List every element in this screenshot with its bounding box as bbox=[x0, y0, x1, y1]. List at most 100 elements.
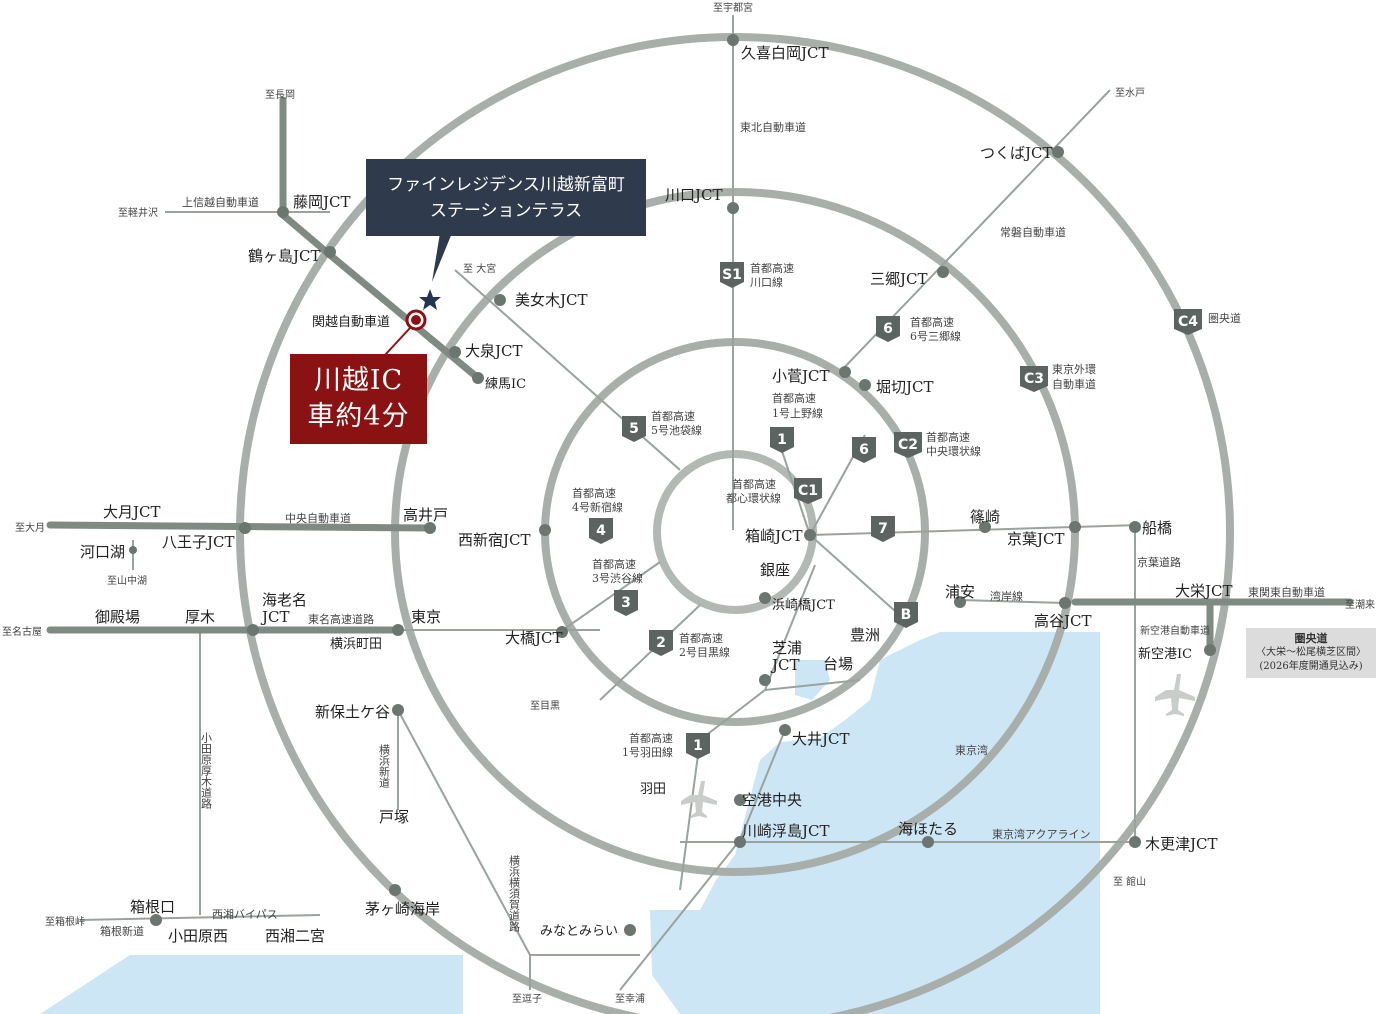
svg-text:7: 7 bbox=[878, 521, 888, 537]
ken-o-note: 圏央道 〈大栄～松尾横芝区間〉 (2026年度開通見込み) bbox=[1246, 628, 1376, 678]
shield-b: B bbox=[894, 602, 918, 628]
label: 鶴ヶ島JCT bbox=[248, 247, 321, 265]
label: 三郷JCT bbox=[870, 270, 928, 288]
tokyo-bay-water bbox=[650, 632, 1100, 1014]
svg-text:6: 6 bbox=[859, 442, 869, 458]
junction-nodes bbox=[129, 34, 1216, 936]
shield-7: 7 bbox=[871, 516, 895, 542]
label: 御殿場 bbox=[95, 608, 140, 626]
label: 5号池袋線 bbox=[651, 423, 702, 437]
shield-c4: C4 bbox=[1174, 309, 1202, 335]
water-areas bbox=[40, 632, 1100, 1014]
label: 新保土ケ谷 bbox=[315, 703, 390, 721]
label: 船橋 bbox=[1142, 519, 1172, 537]
label: 小田原西 bbox=[168, 927, 228, 945]
label: 大井JCT bbox=[792, 730, 850, 748]
label: 東名高速道路 bbox=[308, 612, 374, 626]
label: 茅ヶ崎海岸 bbox=[365, 900, 440, 918]
label: 4号新宿線 bbox=[572, 500, 623, 514]
shield-4: 4 bbox=[589, 518, 613, 544]
label: 京葉JCT bbox=[1007, 530, 1065, 548]
route-shields: S1 6 1 6 5 C1 C2 C3 C4 4 7 3 2 B 1 bbox=[589, 262, 1202, 759]
label: 常磐自動車道 bbox=[1000, 225, 1066, 239]
shield-5: 5 bbox=[622, 416, 646, 442]
label: 藤岡JCT bbox=[293, 193, 351, 211]
label: 小菅JCT bbox=[772, 367, 830, 385]
label: 銀座 bbox=[760, 561, 790, 579]
label: 新空港自動車道 bbox=[1140, 624, 1210, 637]
svg-text:2: 2 bbox=[656, 635, 666, 651]
label: 箱根口 bbox=[130, 898, 175, 916]
label: 大橋JCT bbox=[505, 629, 563, 647]
label: 至名古屋 bbox=[2, 625, 42, 638]
svg-text:3: 3 bbox=[621, 595, 631, 611]
label: 東関東自動車道 bbox=[1248, 585, 1325, 599]
svg-text:5: 5 bbox=[629, 421, 639, 437]
label: 東北自動車道 bbox=[740, 120, 806, 134]
label: JCT bbox=[770, 656, 800, 674]
shield-c2: C2 bbox=[894, 432, 922, 458]
label: 1号上野線 bbox=[772, 406, 823, 420]
odaiba-water bbox=[795, 660, 830, 700]
kawagoe-ic-marker bbox=[384, 233, 452, 356]
label: 箱根新道 bbox=[100, 924, 144, 938]
label: 首都高速 bbox=[629, 731, 673, 745]
label: 新空港IC bbox=[1138, 646, 1192, 662]
label: 美女木JCT bbox=[515, 291, 588, 309]
ic-name: 川越IC bbox=[313, 365, 404, 396]
label: 羽田 bbox=[640, 782, 666, 797]
sagami-bay-water bbox=[40, 955, 463, 1014]
property-callout: ファインレジデンス川越新富町 ステーションテラス bbox=[366, 159, 646, 236]
label: 首都高速 bbox=[910, 315, 954, 329]
shield-1a: 1 bbox=[770, 427, 794, 453]
callout-line1: ファインレジデンス川越新富町 bbox=[387, 174, 625, 195]
kanetsu-road bbox=[279, 96, 482, 382]
label: 西湘バイパス bbox=[212, 907, 278, 921]
label: 至大月 bbox=[15, 521, 45, 534]
label: 圏央道 bbox=[1208, 311, 1241, 325]
label: 川崎浮島JCT bbox=[742, 822, 830, 840]
label: 台場 bbox=[823, 655, 853, 673]
shield-c1: C1 bbox=[794, 478, 822, 504]
airplane-icon bbox=[681, 781, 717, 818]
kawagoe-ic-callout: 川越IC 車約4分 bbox=[290, 354, 427, 444]
label: 木更津JCT bbox=[1145, 835, 1218, 853]
label: 練馬IC bbox=[485, 377, 526, 392]
shield-c3: C3 bbox=[1020, 366, 1048, 392]
label: 東京湾 bbox=[955, 743, 988, 757]
label: 川口線 bbox=[750, 275, 783, 289]
label: JCT bbox=[260, 608, 290, 626]
label: 至宇都宮 bbox=[713, 1, 753, 14]
label: 大泉JCT bbox=[465, 342, 523, 360]
label: 至潮来 bbox=[1345, 598, 1375, 611]
label: 自動車道 bbox=[1052, 377, 1096, 391]
label: 至長岡 bbox=[265, 89, 295, 101]
label: 首都高速 bbox=[572, 486, 616, 500]
label: 東京外環 bbox=[1052, 362, 1096, 376]
label: 関越自動車道 bbox=[312, 315, 390, 330]
label: 至水戸 bbox=[1115, 87, 1145, 99]
ic-drive-time: 車約4分 bbox=[307, 401, 410, 432]
shield-2: 2 bbox=[649, 630, 673, 656]
label: 大月JCT bbox=[103, 503, 161, 521]
label: 至逗子 bbox=[512, 993, 542, 1005]
label: 至幸浦 bbox=[615, 992, 645, 1005]
label: 空港中央 bbox=[742, 791, 802, 809]
svg-text:C3: C3 bbox=[1024, 371, 1044, 387]
label: 湾岸線 bbox=[990, 589, 1023, 603]
note-line2: (2026年度開通見込み) bbox=[1259, 661, 1363, 672]
label: 至 館山 bbox=[1113, 875, 1146, 888]
svg-text:6: 6 bbox=[883, 321, 893, 337]
label: 堀切JCT bbox=[876, 378, 934, 396]
shield-s1: S1 bbox=[720, 262, 744, 288]
label: 至 大宮 bbox=[463, 262, 496, 275]
label: 海ほたる bbox=[898, 820, 958, 838]
label: 浜崎橋JCT bbox=[772, 598, 835, 613]
label: 芝浦 bbox=[772, 639, 802, 657]
star-icon bbox=[419, 289, 441, 310]
label: 上信越自動車道 bbox=[182, 195, 259, 209]
label: 高井戸 bbox=[403, 506, 448, 524]
